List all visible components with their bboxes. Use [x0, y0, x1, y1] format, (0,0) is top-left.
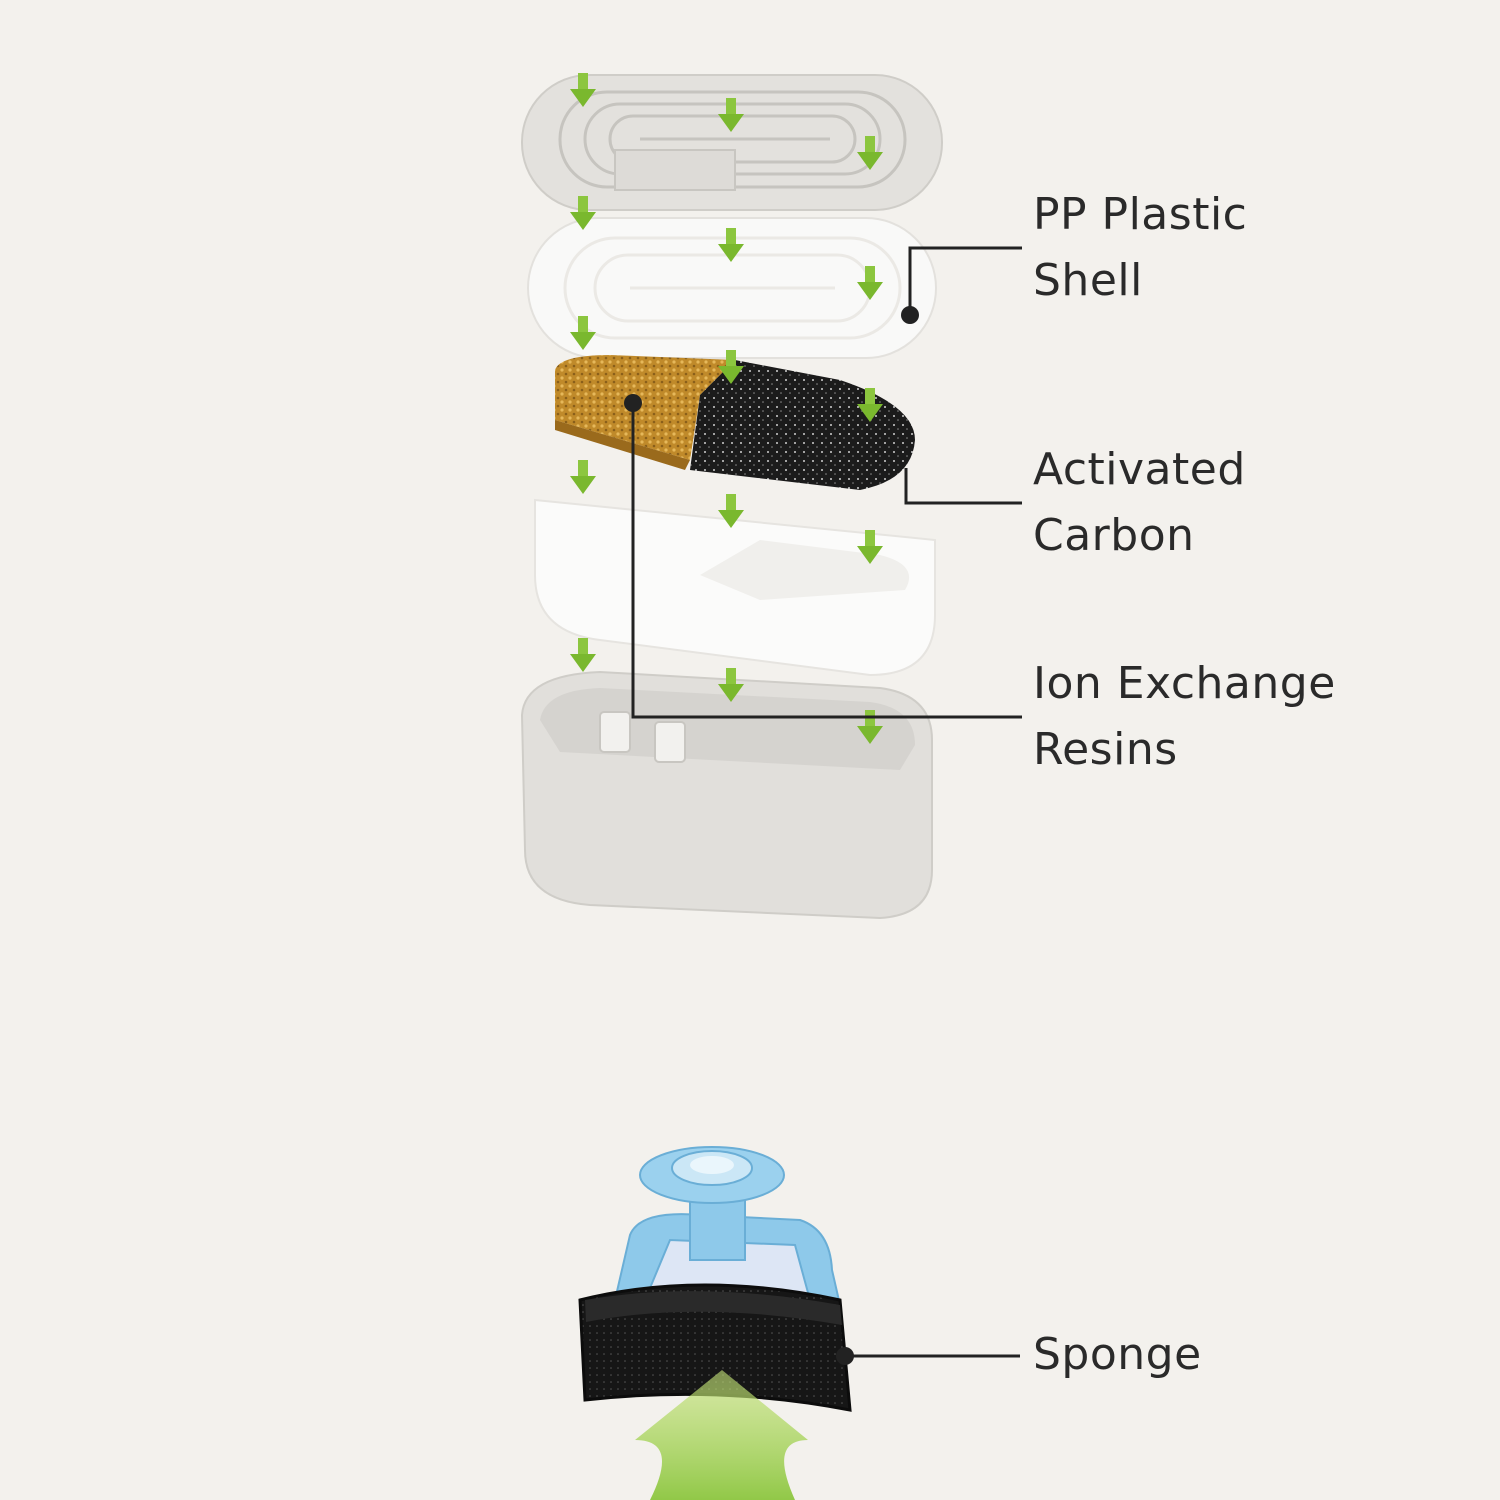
label-sponge: Sponge [1033, 1322, 1202, 1388]
grey-base [520, 670, 933, 920]
leader-lines [631, 246, 1022, 1358]
leader-dots [624, 306, 919, 1365]
label-line: Activated [1033, 444, 1246, 495]
label-line: Ion Exchange [1033, 658, 1336, 709]
label-line: PP Plastic [1033, 189, 1248, 240]
pump-assembly [578, 1146, 852, 1412]
label-pp-plastic-shell: PP Plastic Shell [1033, 182, 1247, 314]
label-line: Sponge [1033, 1329, 1202, 1380]
label-activated-carbon: Activated Carbon [1033, 437, 1246, 569]
label-line: Shell [1033, 255, 1143, 306]
filter-media [555, 355, 915, 490]
white-tray [534, 498, 936, 677]
label-line: Carbon [1033, 510, 1195, 561]
label-ion-exchange-resins: Ion Exchange Resins [1033, 651, 1336, 783]
upward-flow-arrow [635, 1370, 808, 1500]
label-line: Resins [1033, 724, 1178, 775]
